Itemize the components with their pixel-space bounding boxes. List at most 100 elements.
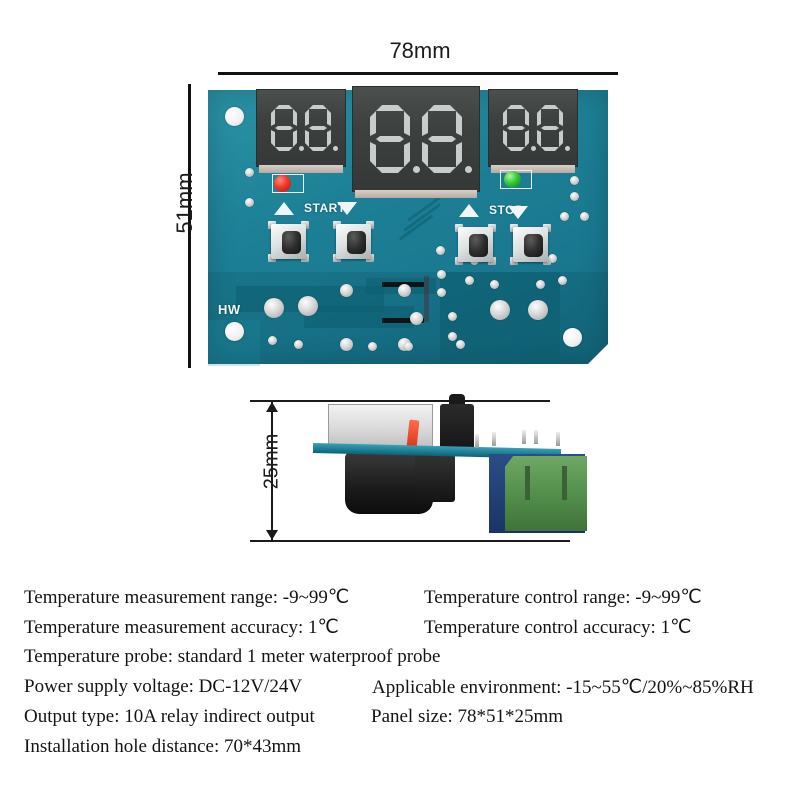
solder-pad xyxy=(404,342,413,351)
solder-pad xyxy=(245,198,254,207)
side-pin xyxy=(475,434,479,448)
solder-pad xyxy=(398,284,411,297)
seven-segment-digit xyxy=(369,105,420,173)
seven-segment-digit xyxy=(421,105,472,173)
up-arrow-icon xyxy=(274,202,294,215)
solder-pad xyxy=(437,288,446,297)
solder-pad xyxy=(490,280,499,289)
dimension-arrow-down-icon xyxy=(266,530,278,540)
seven-segment-digit xyxy=(502,105,536,151)
solder-pad xyxy=(340,284,353,297)
solder-pad xyxy=(268,336,277,345)
height-dimension-line xyxy=(188,84,191,368)
spec-text: Output type: 10A relay indirect output xyxy=(24,706,315,727)
solder-pad xyxy=(340,338,353,351)
red-led xyxy=(274,175,291,192)
terminal-slot xyxy=(562,466,567,500)
depth-dimension-line xyxy=(271,402,273,540)
down-arrow-icon xyxy=(337,202,357,215)
spec-text: Panel size: 78*51*25mm xyxy=(371,706,564,727)
solder-pad-large xyxy=(264,298,284,318)
down-button-left[interactable] xyxy=(333,221,374,262)
down-button-right[interactable] xyxy=(510,224,551,265)
solder-pad xyxy=(580,212,589,221)
solder-pad xyxy=(245,168,254,177)
solder-pad xyxy=(448,332,457,341)
seven-segment-digit xyxy=(536,105,570,151)
spec-text: Power supply voltage: DC-12V/24V xyxy=(24,676,303,697)
solder-pad xyxy=(560,212,569,221)
pcb-trace xyxy=(304,306,414,328)
mounting-hole-top-left xyxy=(225,107,244,126)
up-arrow-icon xyxy=(459,204,479,217)
solder-pad-large xyxy=(298,296,318,316)
solder-pad xyxy=(465,276,474,285)
spec-text: Temperature measurement accuracy: 1℃ xyxy=(24,617,339,638)
solder-pad xyxy=(448,312,457,321)
spec-text: Applicable environment: -15~55℃/20%~85%R… xyxy=(372,677,754,698)
display-module-base xyxy=(491,165,575,173)
spec-text: Temperature control accuracy: 1℃ xyxy=(424,617,692,638)
solder-pad xyxy=(548,254,557,263)
solder-pad xyxy=(410,312,423,325)
spec-text: Temperature measurement range: -9~99℃ xyxy=(24,587,350,608)
start-label: START xyxy=(304,201,346,215)
up-button-right[interactable] xyxy=(455,224,496,265)
side-pin xyxy=(492,432,496,446)
height-dimension-label: 51mm xyxy=(172,172,197,234)
side-button xyxy=(440,404,474,450)
side-pin xyxy=(522,430,526,444)
depth-dimension-bottom-line xyxy=(250,540,570,542)
spec-row: Temperature measurement accuracy: 1℃ Tem… xyxy=(0,616,800,646)
solder-pad xyxy=(368,342,377,351)
solder-pad xyxy=(456,340,465,349)
side-relay-secondary xyxy=(415,454,455,502)
solder-pad xyxy=(294,340,303,349)
pcb-trace-dark xyxy=(382,318,424,323)
right-display-module xyxy=(488,89,578,173)
dimension-arrow-up-icon xyxy=(266,402,278,412)
width-dimension-label: 78mm xyxy=(389,38,451,63)
pcb-trace xyxy=(424,276,429,322)
spec-row: Temperature probe: standard 1 meter wate… xyxy=(0,646,800,676)
solder-pad-large xyxy=(490,300,510,320)
spec-row: Installation hole distance: 70*43mm xyxy=(0,736,800,766)
green-led xyxy=(504,171,521,188)
green-led-silkscreen-frame xyxy=(500,170,532,189)
solder-pad-large xyxy=(528,300,548,320)
display-module-base xyxy=(355,190,477,198)
down-arrow-icon xyxy=(508,206,528,219)
solder-pad xyxy=(536,280,545,289)
side-terminal-block xyxy=(505,456,587,531)
center-display-module xyxy=(352,86,480,198)
terminal-slot xyxy=(525,466,530,500)
side-pin xyxy=(556,432,560,446)
seven-segment-digit xyxy=(304,105,338,151)
up-button-left[interactable] xyxy=(268,221,309,262)
right-display-digits xyxy=(502,105,570,151)
spec-text: Temperature probe: standard 1 meter wate… xyxy=(24,646,441,667)
hw-label: HW xyxy=(218,302,241,317)
product-side-view-figure: 25mm xyxy=(0,388,800,568)
display-module-base xyxy=(259,165,343,173)
solder-pad xyxy=(570,192,579,201)
specifications-list: Temperature measurement range: -9~99℃ Te… xyxy=(0,586,800,766)
solder-pad xyxy=(570,176,579,185)
red-led-silkscreen-frame xyxy=(272,174,304,193)
spec-row: Power supply voltage: DC-12V/24V Applica… xyxy=(0,676,800,706)
left-display-module xyxy=(256,89,346,173)
pcb-board: START STOP HW xyxy=(208,86,609,366)
solder-pad xyxy=(436,246,445,255)
side-pin xyxy=(534,430,538,444)
left-display-digits xyxy=(270,105,338,151)
mounting-hole-bottom-right xyxy=(563,328,582,347)
spec-text: Installation hole distance: 70*43mm xyxy=(24,736,302,757)
pcb-corner-chamfer xyxy=(587,343,609,365)
depth-dimension-label: 25mm xyxy=(260,433,283,490)
center-display-digits xyxy=(369,105,472,173)
solder-pad xyxy=(558,276,567,285)
depth-dimension-top-line xyxy=(250,400,550,402)
spec-row: Temperature measurement range: -9~99℃ Te… xyxy=(0,586,800,616)
seven-segment-digit xyxy=(270,105,304,151)
solder-pad xyxy=(437,270,446,279)
